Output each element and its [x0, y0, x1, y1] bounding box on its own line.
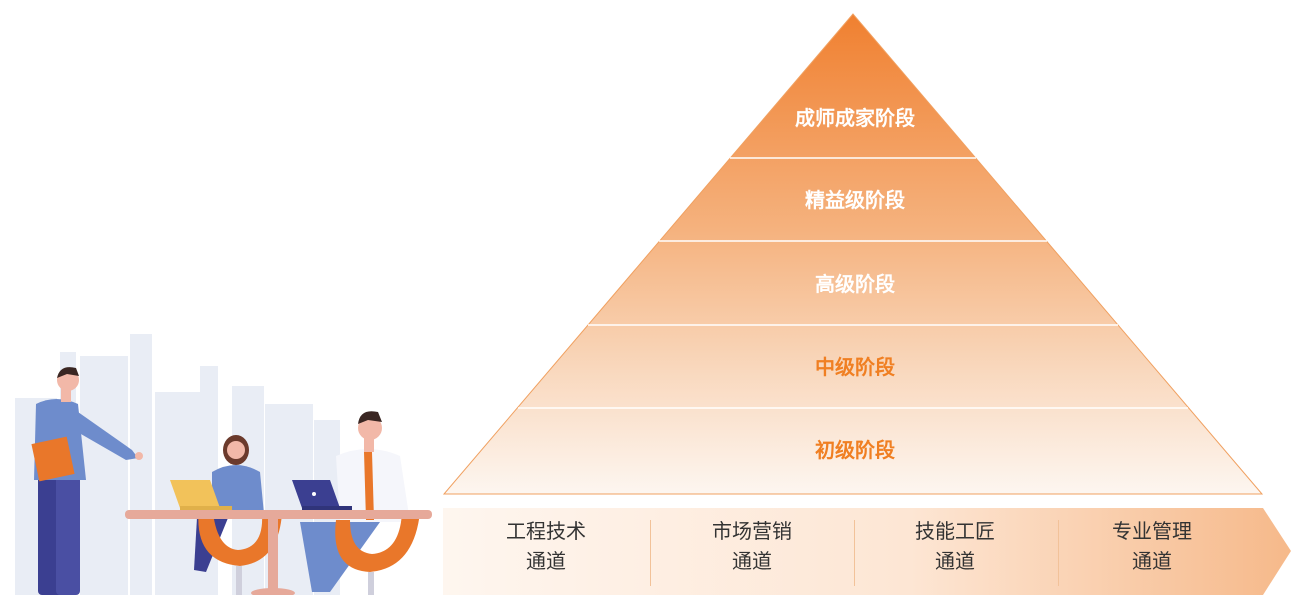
channel-name: 市场营销 [712, 519, 792, 543]
channel-divider [854, 520, 855, 586]
level-label-intermediate: 中级阶段 [815, 355, 895, 379]
channel-marketing: 市场营销 通道 [652, 516, 852, 576]
channel-management: 专业管理 通道 [1052, 516, 1252, 576]
laptop-blue [292, 480, 352, 510]
channel-engineering: 工程技术 通道 [446, 516, 646, 576]
channel-name: 技能工匠 [915, 519, 995, 543]
laptop-yellow [170, 480, 232, 510]
channel-name: 工程技术 [506, 519, 586, 543]
meeting-table [125, 510, 432, 595]
level-label-expert: 精益级阶段 [805, 188, 905, 212]
seated-man [300, 411, 410, 592]
channel-suffix: 通道 [732, 549, 772, 573]
pyramid-dividers [518, 157, 1188, 409]
pyramid-shape [442, 13, 1264, 495]
chairs [198, 500, 420, 595]
channel-suffix: 通道 [935, 549, 975, 573]
level-label-junior: 初级阶段 [815, 438, 895, 462]
level-label-senior: 高级阶段 [815, 272, 895, 296]
career-pyramid [442, 13, 1264, 495]
channel-craftsman: 技能工匠 通道 [855, 516, 1055, 576]
standing-man [31, 367, 143, 595]
channel-arrow-bar [443, 508, 1291, 595]
meeting-illustration [15, 334, 432, 595]
level-label-master: 成师成家阶段 [795, 106, 915, 130]
channel-name: 专业管理 [1112, 519, 1192, 543]
channel-suffix: 通道 [1132, 549, 1172, 573]
channel-suffix: 通道 [526, 549, 566, 573]
channel-divider [1058, 520, 1059, 586]
channel-divider [650, 520, 651, 586]
